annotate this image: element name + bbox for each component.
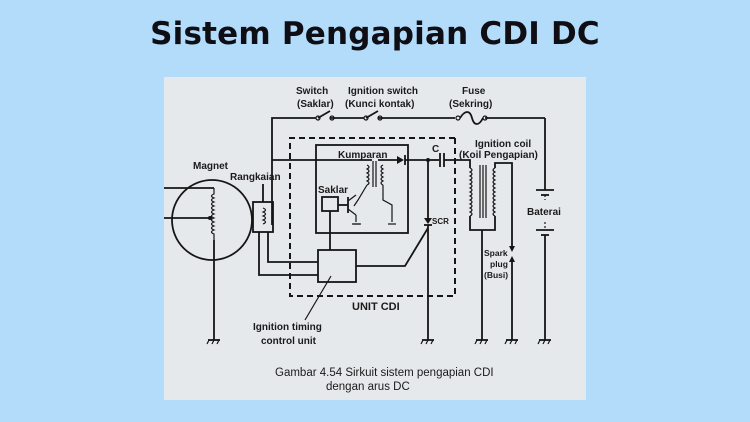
ignition-coil-id-label: (Koil Pengapian) [459,150,538,161]
unit-cdi-label: UNIT CDI [352,301,400,313]
circuit-diagram-panel: Switch (Saklar) Ignition switch (Kunci k… [164,77,586,400]
switch-label: Switch [296,86,328,97]
ignition-switch-id-label: (Kunci kontak) [345,99,414,110]
timing-label-2: control unit [261,336,317,347]
kumparan-transformer [353,161,396,225]
baterai-label: Baterai [527,207,561,218]
fuse-id-label: (Sekring) [449,99,492,110]
ignition-switch [363,110,383,121]
capacitor-symbol [426,153,471,168]
ignition-coil-symbol [468,162,513,340]
ignition-coil-label: Ignition coil [475,139,531,150]
plug-label: plug [490,259,508,269]
ignition-timing-control-unit [317,249,357,283]
unit-cdi-boundary [289,137,456,297]
scr-label: SCR [432,217,449,226]
converter-box [315,144,409,234]
pickup-coil-symbol [252,184,318,276]
page-title: Sistem Pengapian CDI DC [150,16,600,52]
saklar-label: Saklar [318,185,348,196]
fuse-label: Fuse [462,86,486,97]
timing-label-1: Ignition timing [253,322,322,333]
kumparan-label: Kumparan [338,150,387,161]
magneto-symbol [164,179,253,340]
ignition-switch-label: Ignition switch [348,86,418,97]
switch-saklar [315,110,335,121]
main-supply-wire [271,117,546,225]
battery-symbol [536,189,554,340]
ground-symbols [206,223,551,345]
spark-label: Spark [484,248,508,258]
fuse-symbol [455,111,488,125]
capacitor-label: C [432,144,439,155]
magnet-label: Magnet [193,161,229,172]
circuit-diagram: Switch (Saklar) Ignition switch (Kunci k… [164,86,561,393]
scr-symbol [424,160,432,340]
rangkaian-label: Rangkaian [230,172,281,183]
diode-symbol [378,155,430,165]
saklar-switch-box [321,196,339,212]
caption-line-1: Gambar 4.54 Sirkuit sistem pengapian CDI [275,367,494,379]
transistor-symbol [338,194,360,225]
switch-id-label: (Saklar) [297,99,334,110]
caption-line-2: dengan arus DC [326,381,410,393]
busi-label: (Busi) [484,270,508,280]
spark-plug-symbol [509,246,515,340]
